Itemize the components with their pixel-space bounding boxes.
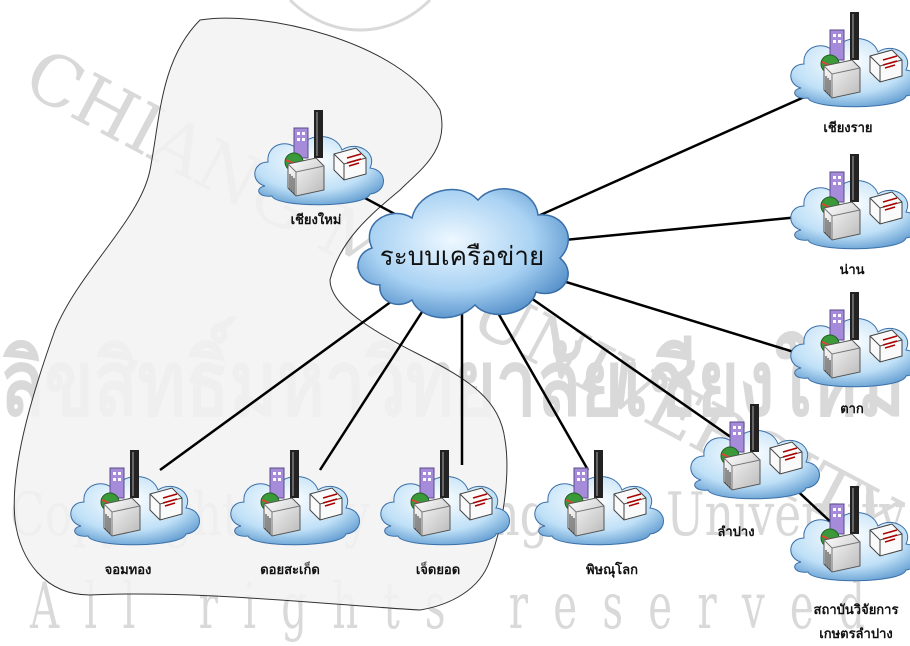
label-chedyod: เจ็ดยอด [416, 560, 460, 578]
label-lampang-research-line1: สถาบันวิจัยการ [814, 603, 899, 618]
network-cloud-label: ระบบเครือข่าย [380, 242, 544, 272]
label-chiangmai: เชียงใหม่ [291, 211, 342, 228]
site-phitsanulok [533, 449, 665, 546]
label-tak: ตาก [840, 402, 864, 417]
label-nan: น่าน [839, 263, 864, 278]
label-phitsanulok: พิษณุโลก [586, 561, 638, 578]
label-lampang: ลำปาง [717, 524, 754, 540]
site-nan [789, 153, 910, 250]
label-chiangrai: เชียงราย [823, 120, 872, 136]
site-chiangrai [789, 11, 910, 108]
label-lampang-research-line2: เกษตรลำปาง [819, 626, 892, 642]
site-tak [789, 291, 910, 388]
label-doisaket: ดอยสะเก็ด [260, 560, 320, 578]
network-cloud: ระบบเครือข่าย [357, 188, 570, 319]
label-jomthong: จอมทอง [105, 563, 152, 578]
